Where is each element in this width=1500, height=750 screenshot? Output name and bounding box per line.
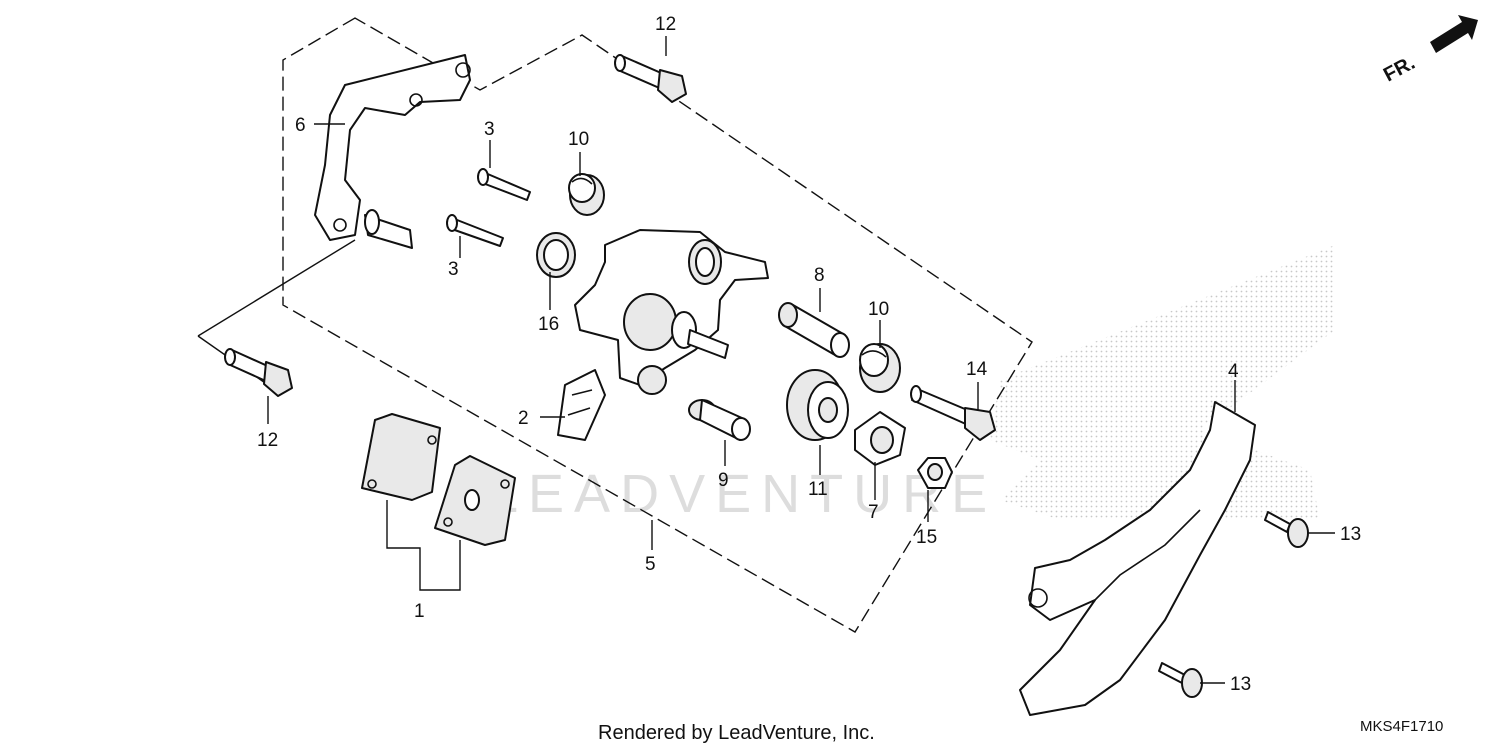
- piston-seal: [536, 232, 576, 278]
- assembly-outline: [282, 17, 1033, 633]
- callout-16: 16: [538, 314, 559, 335]
- slide-pin-upper: [477, 168, 531, 201]
- assembly-leader-left: [197, 239, 356, 337]
- callout-4: 4: [1228, 361, 1239, 382]
- mounting-bolt-upper: [614, 54, 687, 103]
- callout-10-upper: 10: [568, 129, 589, 150]
- callout-2: 2: [518, 408, 529, 429]
- callout-3-lower: 3: [448, 259, 459, 280]
- callout-labels: 1 2 3 3 4 5 6 7 8 9 10 10 11 12 12 13 13…: [257, 14, 1361, 695]
- slide-pin-lower: [446, 214, 504, 247]
- callout-13-lower: 13: [1230, 674, 1251, 695]
- callout-12-lower: 12: [257, 430, 278, 451]
- pin-boot-upper: [568, 173, 605, 216]
- callout-7: 7: [868, 502, 879, 523]
- callout-14: 14: [966, 359, 988, 380]
- caliper-bracket: [314, 54, 471, 249]
- callout-10-lower: 10: [868, 299, 889, 320]
- callout-9: 9: [718, 470, 729, 491]
- flange-bolt: [910, 385, 996, 441]
- stopper-plate: [854, 411, 906, 466]
- front-direction-arrow: FR.: [1380, 15, 1478, 86]
- wing-logo-watermark: [990, 245, 1335, 520]
- callout-12-upper: 12: [655, 14, 676, 35]
- pad-spring-clip: [557, 369, 606, 441]
- footer-credit: Rendered by LeadVenture, Inc.: [598, 722, 875, 744]
- guard-screw-lower: [1158, 662, 1203, 698]
- callout-15: 15: [916, 527, 937, 548]
- callout-6: 6: [295, 115, 306, 136]
- callout-11: 11: [808, 479, 828, 500]
- pin-boot-lower: [859, 343, 901, 393]
- flange-nut: [917, 457, 953, 489]
- callout-13-upper: 13: [1340, 524, 1361, 545]
- callout-5: 5: [645, 554, 656, 575]
- callout-1: 1: [414, 601, 425, 622]
- watermark-text: LEADVENTURE: [488, 464, 997, 524]
- disc-guard: [1019, 401, 1256, 716]
- bearing: [786, 369, 849, 441]
- collar-sleeve: [778, 302, 850, 358]
- leader-lines: [267, 36, 1335, 684]
- mounting-bolt-lower: [224, 348, 293, 397]
- caliper-body: [574, 229, 769, 395]
- callout-8: 8: [814, 265, 825, 286]
- diagram-code: MKS4F1710: [1360, 718, 1443, 735]
- front-direction-label: FR.: [1380, 52, 1419, 87]
- guard-screw-upper: [1264, 511, 1309, 548]
- callout-3-upper: 3: [484, 119, 495, 140]
- brake-pad-set: [361, 413, 516, 546]
- pad-pin: [688, 399, 751, 441]
